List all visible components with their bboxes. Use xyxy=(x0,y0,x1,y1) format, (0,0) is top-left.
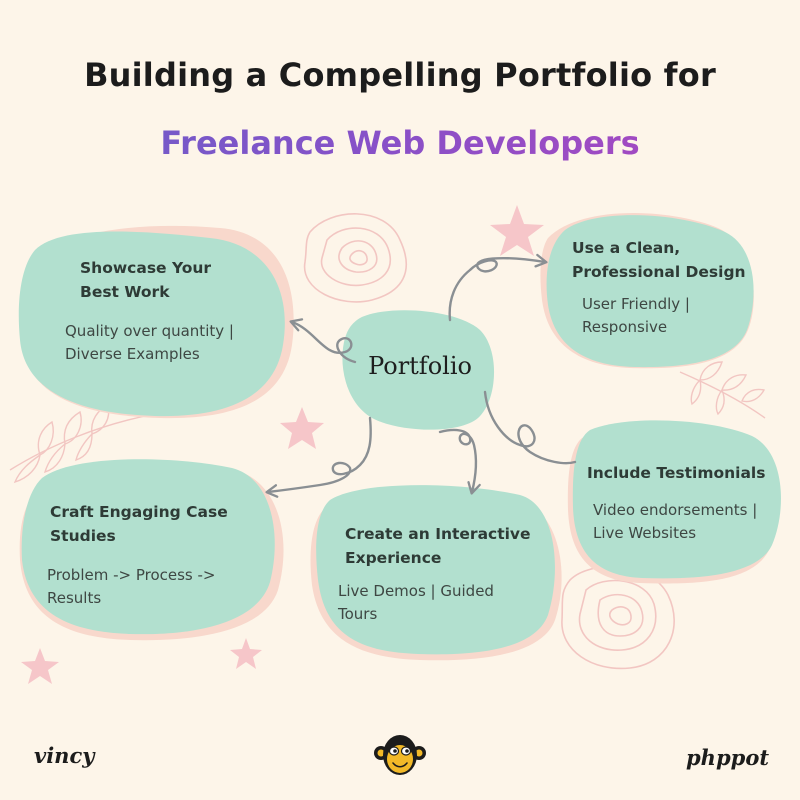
star-shape xyxy=(21,648,59,684)
center-blob xyxy=(342,310,495,430)
node-blob-design xyxy=(546,215,754,368)
signature-right: phppot xyxy=(686,745,770,770)
connector-to-case-studies xyxy=(265,416,372,498)
center-node-label: Portfolio xyxy=(368,352,472,380)
leaf-sprig-right xyxy=(679,361,766,419)
signature-left: vincy xyxy=(34,743,95,768)
node-desc-testimonials: Video endorsements | Live Websites xyxy=(593,501,758,542)
connectors xyxy=(265,253,577,498)
node-title-design: Use a Clean, Professional Design xyxy=(572,239,746,281)
star-decorations xyxy=(21,205,544,684)
connector-to-showcase xyxy=(289,318,357,364)
star-shape xyxy=(280,407,324,449)
title-line-2: Freelance Web Developers xyxy=(0,124,800,162)
node-title-case-studies: Craft Engaging Case Studies xyxy=(50,503,228,545)
connector-to-design xyxy=(448,253,548,322)
node-blobs xyxy=(18,215,781,655)
star-shape xyxy=(230,638,262,669)
connector-to-interactive xyxy=(438,428,481,495)
node-title-testimonials: Include Testimonials xyxy=(587,464,766,482)
star-shape xyxy=(490,205,544,256)
node-title-showcase: Showcase Your Best Work xyxy=(80,259,212,301)
connector-to-testimonials xyxy=(483,390,577,465)
node-desc-showcase: Quality over quantity | Diverse Examples xyxy=(65,322,234,363)
node-desc-interactive: Live Demos | Guided Tours xyxy=(338,582,494,623)
leaf-sprig-left xyxy=(9,403,151,484)
swirl-decoration-top xyxy=(303,213,408,303)
node-blob-testimonials xyxy=(572,420,781,579)
node-title-interactive: Create an Interactive Experience xyxy=(345,525,531,567)
node-desc-case-studies: Problem -> Process -> Results xyxy=(47,566,216,607)
monkey-face-logo xyxy=(374,735,426,775)
node-desc-design: User Friendly | Responsive xyxy=(582,295,690,336)
node-blob-interactive xyxy=(316,485,555,655)
node-blob-showcase xyxy=(18,231,285,417)
node-blob-case-studies xyxy=(21,459,275,635)
title-line-1: Building a Compelling Portfolio for xyxy=(84,56,716,94)
